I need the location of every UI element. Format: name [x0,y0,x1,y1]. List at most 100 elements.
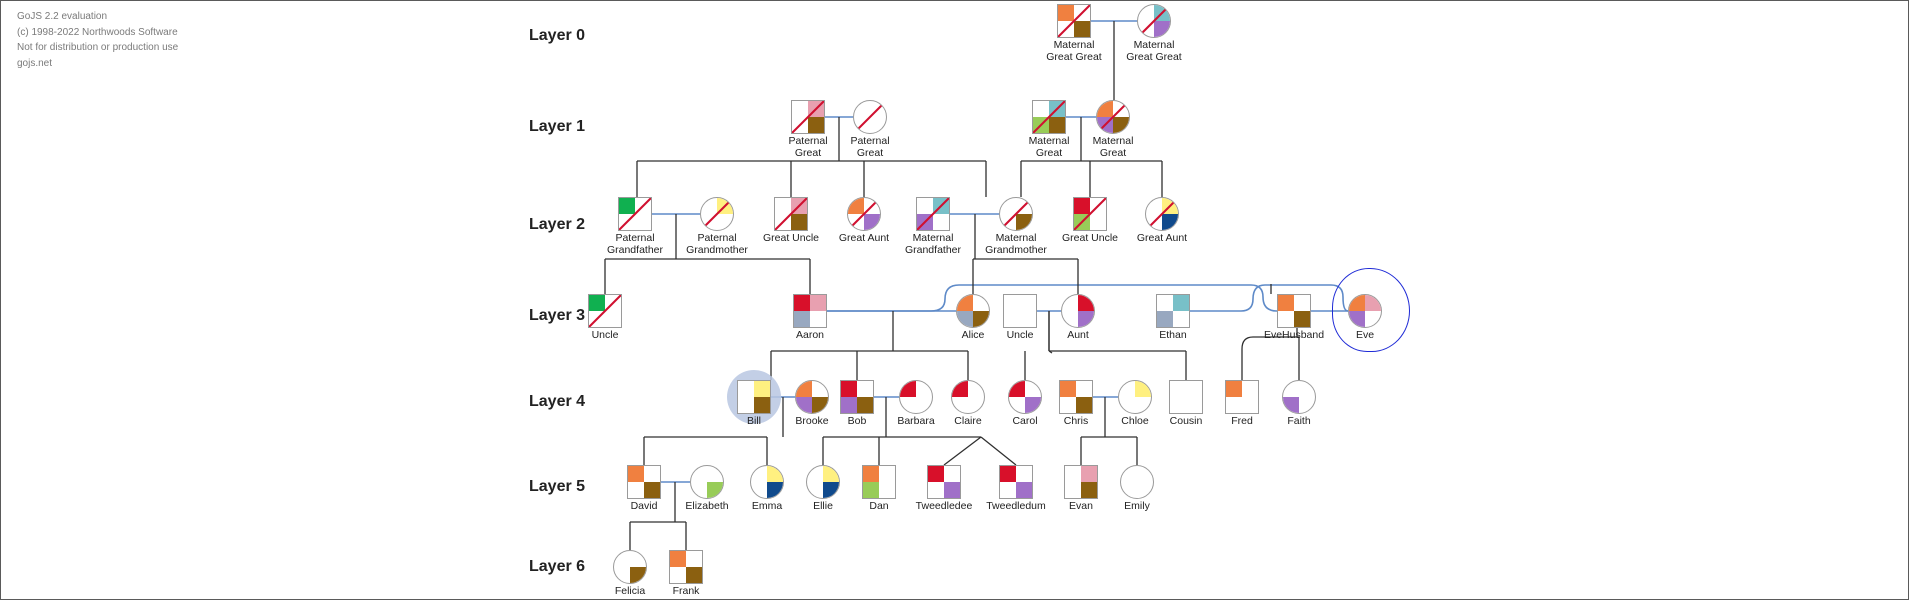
person-chloe[interactable] [1118,380,1152,414]
layer-label-2: Layer 2 [529,216,586,233]
person-frank[interactable] [669,550,703,584]
person-felicia[interactable] [613,550,647,584]
person-label: Dan [834,500,924,512]
person-emily[interactable] [1120,465,1154,499]
person-label-line: Aaron [795,329,825,341]
person-label-line: Emily [1124,500,1150,512]
person-label-line: Maternal [995,232,1037,244]
person-evan[interactable] [1064,465,1098,499]
person-tweedledee[interactable] [927,465,961,499]
attribute-quadrant [863,466,879,482]
person-fred[interactable] [1225,380,1259,414]
person-elizabeth[interactable] [690,465,724,499]
person-barbara[interactable] [899,380,933,414]
person-uncle1[interactable] [588,294,622,328]
person-label-line: Great Aunt [838,232,890,244]
person-label: Chris [1031,415,1121,427]
person-label: David [599,500,689,512]
person-label-line: Uncle [1006,329,1034,341]
person-emma[interactable] [750,465,784,499]
attribute-quadrant [1157,311,1173,327]
person-label: Felicia [585,585,675,597]
notice-line: (c) 1998-2022 Northwoods Software [17,26,178,38]
person-bill[interactable] [737,380,771,414]
parent-child-link [1241,328,1300,380]
person-label: Carol [980,415,1070,427]
person-label-line: Elizabeth [685,500,729,512]
attribute-quadrant [796,397,812,413]
person-ethan[interactable] [1156,294,1190,328]
person-dan[interactable] [862,465,896,499]
person-pgf[interactable] [791,100,825,134]
person-label-line: Paternal [615,232,655,244]
person-label-line: Great [856,147,884,159]
person-claire[interactable] [951,380,985,414]
deceased-slash [619,198,651,230]
attribute-quadrant [1081,482,1097,498]
person-david[interactable] [627,465,661,499]
person-greatuncle2[interactable] [1073,197,1107,231]
attribute-quadrant [794,311,810,327]
person-label: Great Aunt [819,232,909,244]
person-mgm[interactable] [1096,100,1130,134]
person-tweedledum[interactable] [999,465,1033,499]
attribute-quadrant [1074,198,1090,214]
person-mgrandfather[interactable] [916,197,950,231]
person-pgm[interactable] [853,100,887,134]
attribute-quadrant [589,295,605,311]
person-label: Tweedledee [899,500,989,512]
person-evehusband[interactable] [1277,294,1311,328]
person-faith[interactable] [1282,380,1316,414]
person-greataunt2[interactable] [1145,197,1179,231]
parent-child-link [1020,117,1163,197]
person-ellie[interactable] [806,465,840,499]
person-greataunt1[interactable] [847,197,881,231]
person-label-line: Grandmother [686,244,748,256]
attribute-quadrant [1016,214,1032,230]
attribute-quadrant [1000,466,1016,482]
deceased-slash [775,198,807,230]
attribute-quadrant [754,397,770,413]
deceased-slash [589,295,621,327]
person-mggm[interactable] [1137,4,1171,38]
person-uncle2[interactable] [1003,294,1037,328]
person-mggf[interactable] [1057,4,1091,38]
attribute-quadrant [644,482,660,498]
person-label-line: Great Aunt [1136,232,1188,244]
person-pgrandmother[interactable] [700,197,734,231]
person-mgf[interactable] [1032,100,1066,134]
person-carol[interactable] [1008,380,1042,414]
person-greatuncle1[interactable] [774,197,808,231]
attribute-quadrant [754,381,770,397]
attribute-quadrant [957,311,973,327]
person-label-line: Emma [751,500,783,512]
attribute-quadrant [1078,295,1094,311]
person-brooke[interactable] [795,380,829,414]
person-aunt[interactable] [1061,294,1095,328]
attribute-quadrant [810,295,826,311]
person-aaron[interactable] [793,294,827,328]
deceased-slash [1058,5,1090,37]
person-cousin[interactable] [1169,380,1203,414]
person-label: Ellie [778,500,868,512]
attribute-quadrant [1154,21,1170,37]
layer-label-3: Layer 3 [529,307,586,324]
person-bob[interactable] [840,380,874,414]
person-label-line: Bill [746,415,761,427]
person-alice[interactable] [956,294,990,328]
evaluation-notice: GoJS 2.2 evaluation (c) 1998-2022 Northw… [17,9,178,71]
person-label-line: Carol [1012,415,1038,427]
person-label-line: Alice [961,329,985,341]
deceased-slash [1138,5,1170,37]
person-pgrandfather[interactable] [618,197,652,231]
attribute-quadrant [928,466,944,482]
person-chris[interactable] [1059,380,1093,414]
person-mgrandmother[interactable] [999,197,1033,231]
attribute-quadrant [707,482,723,498]
person-label-line: Tweedledum [986,500,1046,512]
